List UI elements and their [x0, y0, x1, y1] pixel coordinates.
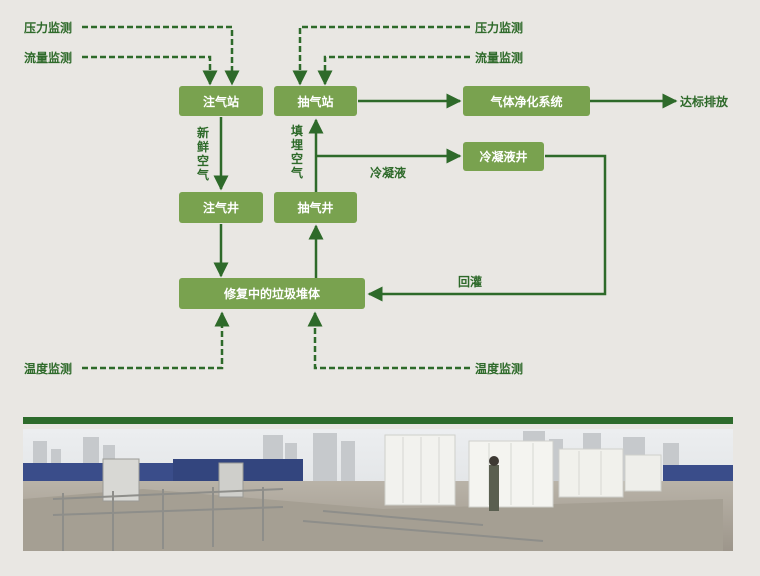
- reinject-line: [367, 154, 607, 302]
- extraction-well-node: 抽气井: [274, 192, 357, 223]
- section-divider: [23, 417, 733, 424]
- garbage-pile-node: 修复中的垃圾堆体: [179, 278, 365, 309]
- flow-monitor-left-label: 流量监测: [24, 51, 73, 65]
- condensate-well-node: 冷凝液井: [463, 142, 544, 171]
- temp-monitor-right-label: 温度监测: [475, 362, 524, 376]
- diagram-connectors: [82, 25, 678, 370]
- pressure-monitor-right-label: 压力监测: [475, 21, 524, 35]
- temp-monitor-left-label: 温度监测: [24, 362, 73, 376]
- pressure-left-line: [82, 25, 240, 86]
- buried-air-label: 填埋空气: [290, 124, 303, 180]
- process-flow-diagram: 注气站 抽气站 气体净化系统 注气井 抽气井 冷凝液井 修复中的垃圾堆体 压力监…: [24, 21, 729, 376]
- extraction-station-node: 抽气站: [274, 86, 357, 116]
- flow-right-line: [317, 55, 470, 86]
- injection-well-node: 注气井: [179, 192, 263, 223]
- site-photo-illustration: [23, 429, 733, 551]
- flow-left-line: [82, 55, 218, 86]
- condensate-label: 冷凝液: [370, 166, 407, 180]
- temp-right-line: [307, 311, 470, 370]
- gas-purification-node: 气体净化系统: [463, 86, 590, 116]
- temp-left-line: [82, 311, 230, 370]
- site-panorama-photo: [23, 429, 733, 551]
- discharge-label: 达标排放: [680, 95, 729, 109]
- pressure-right-line: [292, 25, 470, 86]
- injection-station-node: 注气站: [179, 86, 263, 116]
- pressure-monitor-left-label: 压力监测: [24, 21, 73, 35]
- reinject-label: 回灌: [458, 275, 483, 289]
- fresh-air-label: 新鲜空气: [196, 126, 209, 182]
- flow-monitor-right-label: 流量监测: [475, 51, 524, 65]
